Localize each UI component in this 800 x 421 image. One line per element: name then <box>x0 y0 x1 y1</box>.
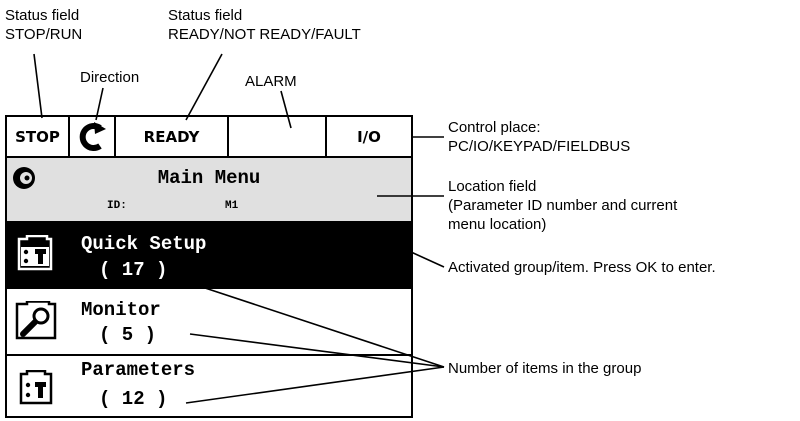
main-menu-icon <box>13 167 35 189</box>
ready-state-field: READY <box>116 117 229 156</box>
menu-item-count: ( 5 ) <box>99 324 157 346</box>
status-bar: STOP READY I/O <box>7 117 411 158</box>
alarm-field <box>229 117 327 156</box>
menu-location: M1 <box>225 200 239 212</box>
annotation-line: STOP/RUN <box>5 26 83 43</box>
annotation-line: Status field <box>168 7 243 24</box>
direction-arrow-icon <box>79 121 106 151</box>
number-of-items-annotation: Number of items in the group <box>448 360 642 377</box>
menu-item-label: Quick Setup <box>81 233 207 255</box>
location-field: Main Menu ID: M1 <box>7 158 411 221</box>
status-ready-annotation: Status field READY/NOT READY/FAULT <box>168 6 361 44</box>
annotation-line: Status field <box>5 7 80 24</box>
leader-line-direction <box>95 87 104 121</box>
menu-title: Main Menu <box>157 167 261 189</box>
menu-item-label: Monitor <box>81 299 161 321</box>
activated-item-annotation: Activated group/item. Press OK to enter. <box>448 259 716 276</box>
leader-line-activated <box>410 251 445 268</box>
menu-item-parameters[interactable]: Parameters ( 12 ) <box>7 356 411 416</box>
annotation-line: menu location) <box>448 216 547 233</box>
leader-line-count-quick-setup <box>195 284 445 368</box>
control-place-annotation: Control place: PC/IO/KEYPAD/FIELDBUS <box>448 118 630 156</box>
annotation-line: (Parameter ID number and current <box>448 197 678 214</box>
menu-divider <box>7 354 411 356</box>
leader-line-alarm <box>280 90 292 129</box>
annotation-line: PC/IO/KEYPAD/FIELDBUS <box>448 138 631 155</box>
menu-item-label: Parameters <box>81 359 196 381</box>
annotation-line: Location field <box>448 178 537 195</box>
alarm-annotation: ALARM <box>245 73 297 90</box>
leader-line-count-monitor <box>189 333 445 368</box>
annotation-line: READY/NOT READY/FAULT <box>168 26 361 43</box>
keypad-display: STOP READY I/O Main Menu ID: M1 <box>5 115 413 418</box>
leader-line-stop-run <box>33 53 43 119</box>
control-place-field: I/O <box>357 127 381 146</box>
run-state-field: STOP <box>7 117 70 156</box>
menu-item-monitor[interactable]: Monitor ( 5 ) <box>7 289 411 355</box>
annotation-line: Control place: <box>448 119 541 136</box>
direction-field <box>70 117 116 156</box>
id-label: ID: <box>107 200 127 212</box>
menu-item-quick-setup[interactable]: Quick Setup ( 17 ) <box>7 221 411 289</box>
direction-annotation: Direction <box>80 69 140 86</box>
leader-line-ready <box>185 53 223 121</box>
menu-item-count: ( 12 ) <box>99 388 168 410</box>
parameters-icon <box>19 370 53 405</box>
menu-item-count: ( 17 ) <box>99 259 168 281</box>
leader-line-count-parameters <box>185 366 445 404</box>
status-stop-run-annotation: Status field STOP/RUN <box>5 6 82 44</box>
magnifier-icon <box>15 301 57 340</box>
parameters-icon <box>17 235 53 271</box>
location-field-annotation: Location field (Parameter ID number and … <box>448 177 677 234</box>
